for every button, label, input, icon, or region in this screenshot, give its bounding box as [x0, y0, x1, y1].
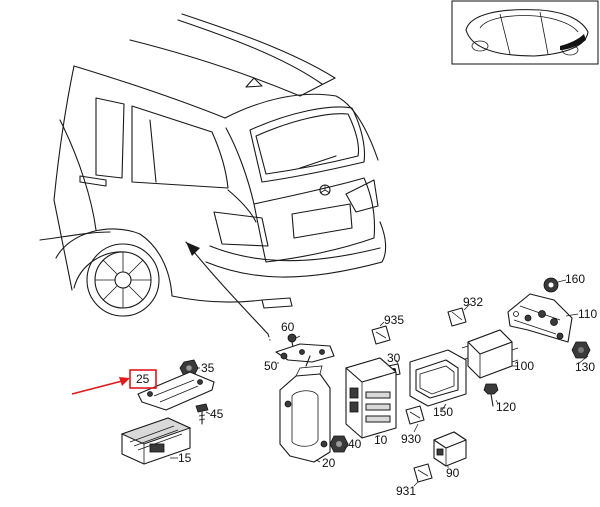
label-25: 25: [136, 372, 150, 386]
part-40-nut: [329, 435, 349, 453]
label-935: 935: [384, 313, 404, 327]
part-20-mounting-frame: [279, 355, 331, 463]
highlight-callout: [71, 369, 157, 395]
part-10-control-module: [345, 357, 397, 439]
label-130: 130: [575, 360, 595, 374]
part-150-display-module: [409, 349, 467, 407]
label-30: 30: [387, 351, 401, 365]
part-25-bracket-plate: [137, 371, 215, 411]
leader-lines: [170, 279, 589, 487]
part-120-screw: [483, 383, 499, 407]
label-10: 10: [374, 433, 388, 447]
part-labels: 160 932 110 935 60 50 30 100 130 35 25 4…: [136, 272, 597, 498]
part-25-highlight-box: [129, 369, 157, 389]
label-90: 90: [446, 466, 460, 480]
part-931-clip: [413, 463, 433, 483]
label-15: 15: [178, 451, 192, 465]
part-932-clip: [447, 307, 467, 327]
vehicle-illustration: [39, 13, 387, 341]
label-932: 932: [463, 295, 483, 309]
part-100-control-unit: [461, 329, 519, 379]
label-60: 60: [281, 320, 295, 334]
label-45: 45: [210, 407, 224, 421]
label-20: 20: [322, 456, 336, 470]
part-90-module: [433, 431, 467, 467]
label-150: 150: [433, 405, 453, 419]
part-160-washer: [543, 277, 559, 293]
vehicle-locator-inset: [451, 0, 599, 65]
part-45-screw: [195, 403, 209, 425]
label-930: 930: [401, 432, 421, 446]
part-110-bracket: [507, 293, 573, 343]
label-40: 40: [348, 437, 362, 451]
label-110: 110: [578, 307, 597, 321]
label-35: 35: [201, 361, 215, 375]
label-50: 50: [264, 359, 278, 373]
part-35-nut: [179, 359, 199, 377]
label-100: 100: [514, 359, 534, 373]
part-50-bracket: [275, 343, 335, 363]
part-930-clip: [405, 405, 425, 425]
label-120: 120: [496, 400, 516, 414]
components: [120, 277, 591, 483]
label-931: 931: [396, 484, 416, 498]
part-935-label: [371, 325, 391, 345]
part-15-control-unit: [120, 417, 192, 465]
label-160: 160: [565, 272, 585, 286]
part-130-bolt: [571, 341, 591, 359]
